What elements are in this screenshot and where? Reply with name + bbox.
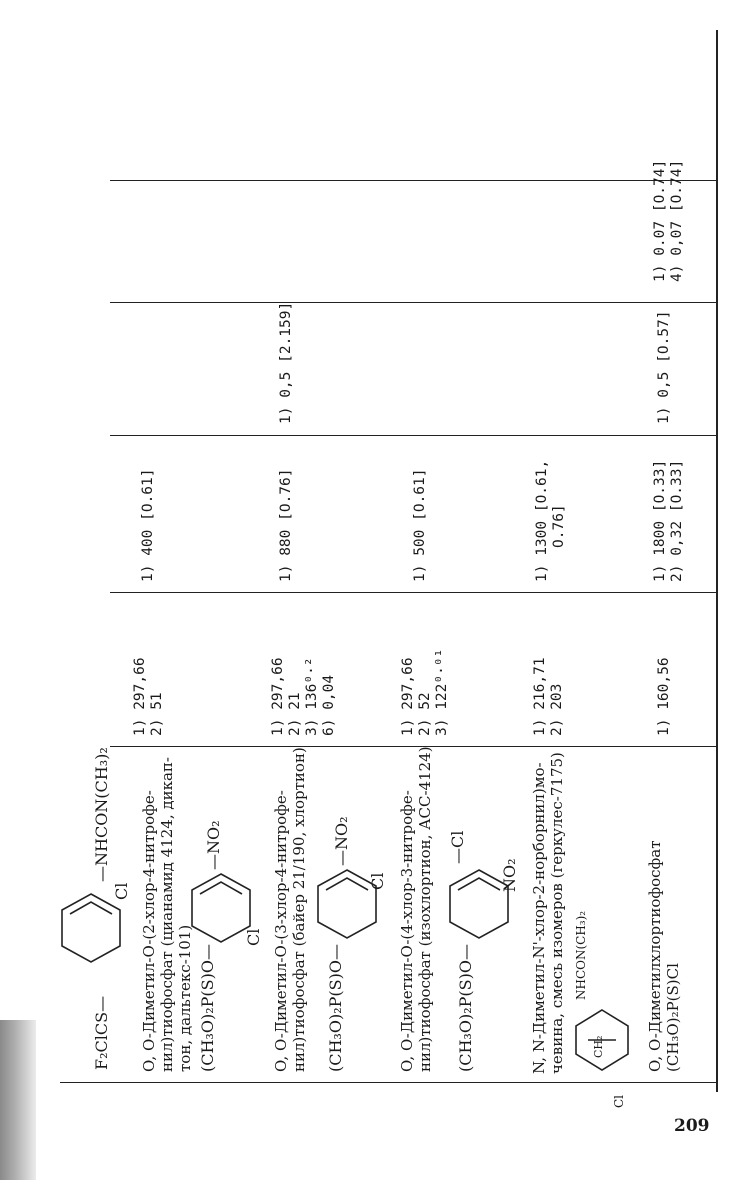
col4-row2: 1) 0,5 [2.159] <box>278 301 294 424</box>
column-divider-4 <box>110 302 718 303</box>
formula-row0-sub: Cl <box>112 882 131 900</box>
column-divider-3 <box>110 435 718 436</box>
column-divider-2 <box>110 592 718 593</box>
formula-row1-sub: Cl <box>244 928 263 946</box>
formula-row3-right: —Cl <box>448 830 467 864</box>
norbornyl-cl: Cl <box>612 1094 626 1108</box>
toxicity-row1: 1) 400 [O.61] <box>140 468 156 583</box>
benzene-ring-row1 <box>191 873 251 943</box>
table-bottom-rule <box>60 1082 718 1083</box>
column-divider-1 <box>110 746 718 747</box>
col4-row5: 1) 0,5 [O.57] <box>656 310 672 425</box>
props-row2: 1) 297,66 2) 21 3) 136⁰·² 6) 0,04 <box>270 657 337 736</box>
toxicity-row5: 1) 1800 [O.33] 2) 0,32 [O.33] <box>652 459 685 582</box>
props-row3: 1) 297,66 2) 52 3) 122⁰·⁰¹ <box>400 648 450 736</box>
norbornyl-top: NHCON(CH₃)₂ <box>574 910 588 1000</box>
col5-row5: 1) 0.07 [O.74] 4) 0,07 [O.74] <box>652 159 685 282</box>
formula-row2-left: (CH₃O)₂P(S)O— <box>326 944 345 1072</box>
compound-name-row2: O, O-Диметил-O-(3-хлор-4-нитрофе- нил)ти… <box>272 747 308 1072</box>
benzene-ring-row3 <box>449 869 509 939</box>
formula-row3-sub: NO₂ <box>500 858 519 892</box>
props-row5: 1) 160,56 <box>656 657 672 736</box>
toxicity-row2: 1) 880 [O.76] <box>278 468 294 583</box>
compound-name-row3: O, O-Диметил-O-(4-хлор-3-нитрофе- нил)ти… <box>398 746 434 1072</box>
formula-row1-left: (CH₃O)₂P(S)O— <box>198 944 217 1072</box>
compound-name-row5: O, O-Диметилхлортиофосфат (CH₃O)₂P(S)Cl <box>646 840 682 1072</box>
toxicity-row4: 1) 1300 [O.61, O.76] <box>534 459 567 582</box>
norbornyl-structure <box>575 1009 629 1071</box>
formula-row3-left: (CH₃O)₂P(S)O— <box>456 944 475 1072</box>
scan-shadow <box>0 1020 36 1180</box>
props-row4: 1) 216,71 2) 203 <box>532 657 565 736</box>
toxicity-row3: 1) 500 [O.61] <box>412 468 428 583</box>
page-number: 209 <box>674 1116 710 1136</box>
table-right-rule <box>716 30 718 1092</box>
props-row1: 1) 297,66 2) 51 <box>132 657 165 736</box>
formula-row1-right: —NO₂ <box>204 820 223 870</box>
formula-row0-right: —NHCON(CH₃)₂ <box>92 747 111 882</box>
benzene-ring-row0 <box>61 893 121 963</box>
compound-name-row4: N, N-Диметил-N'-хлор-2-норборнил)мо- чев… <box>530 752 566 1074</box>
norbornyl-mid: CH₂ <box>592 1035 605 1058</box>
benzene-ring-row2 <box>317 869 377 939</box>
column-divider-5 <box>110 180 718 181</box>
formula-row2-right: —NO₂ <box>332 816 351 866</box>
formula-row2-sub: Cl <box>368 872 387 890</box>
formula-row0-left: F₂ClCS— <box>92 995 111 1070</box>
